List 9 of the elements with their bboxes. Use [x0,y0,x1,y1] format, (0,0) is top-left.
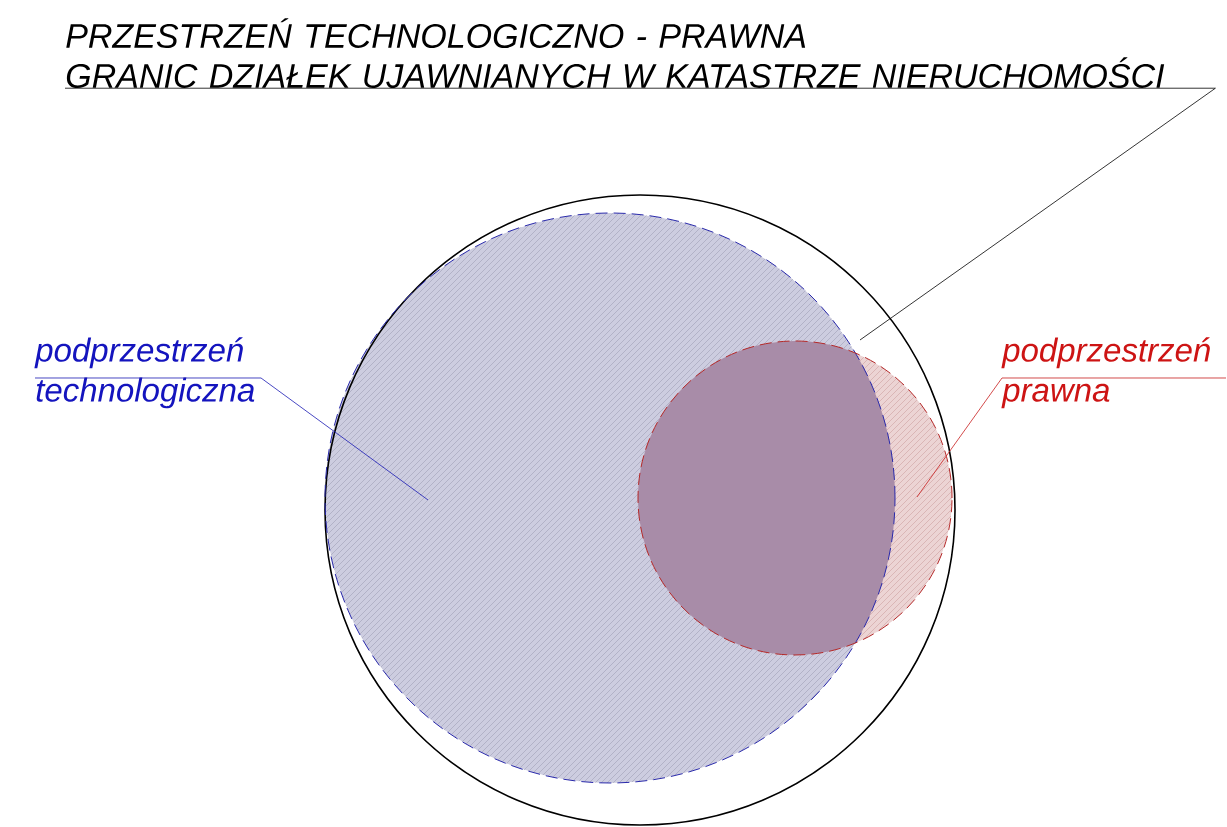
circle-outline [324,194,956,826]
leader-line [34,377,429,501]
circle-outline [324,212,896,784]
text-label: podprzestrzeń prawna [1001,337,1210,409]
text-label: PRZESTRZEŃ TECHNOLOGICZNO - PRAWNA GRANIC DZIAŁEK UJAWNIANYCH W KATASTRZE NIERUCHOMOŚCI [66,18,1165,88]
leader-line [64,87,1216,341]
circle-outline [637,340,953,656]
text-label: podprzestrzeń technologiczna [34,337,255,409]
leader-line [916,377,1227,498]
